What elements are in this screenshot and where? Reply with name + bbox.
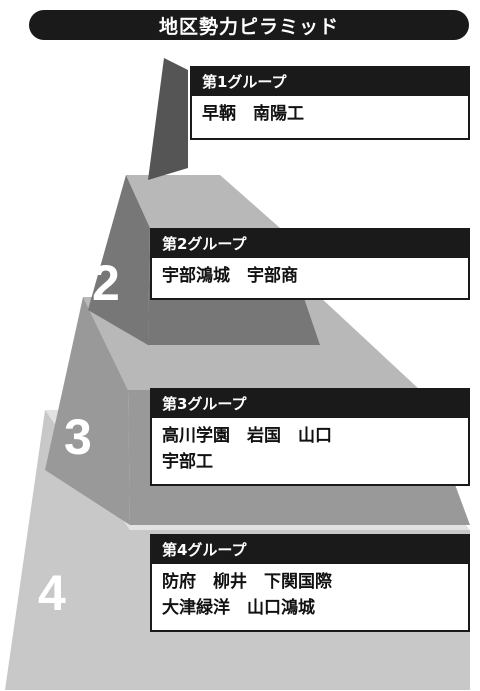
group-teams-2: 宇部鴻城 宇部商 bbox=[152, 258, 468, 289]
tier-4-left-face bbox=[5, 410, 130, 690]
team-line: 宇部鴻城 宇部商 bbox=[162, 266, 298, 286]
group-teams-1: 早鞆 南陽工 bbox=[192, 96, 468, 127]
team-line: 早鞆 南陽工 bbox=[202, 104, 304, 124]
title-text: 地区勢力ピラミッド bbox=[158, 15, 339, 38]
group-teams-4: 防府 柳井 下関国際 大津緑洋 山口鴻城 bbox=[152, 564, 468, 621]
tier-2-left-face bbox=[88, 175, 150, 345]
group-box-3: 第3グループ 高川学園 岩国 山口 宇部工 bbox=[150, 388, 470, 486]
group-teams-3: 高川学園 岩国 山口 宇部工 bbox=[152, 418, 468, 475]
team-line: 宇部工 bbox=[162, 452, 213, 472]
tier-2-top-face bbox=[126, 175, 280, 228]
page-title: 地区勢力ピラミッド bbox=[29, 10, 469, 40]
team-line: 高川学園 岩国 山口 bbox=[162, 426, 332, 446]
level-number-3: 3 bbox=[64, 409, 92, 465]
tier-1-peak bbox=[148, 58, 188, 180]
group-box-2: 第2グループ 宇部鴻城 宇部商 bbox=[150, 228, 470, 300]
group-box-1: 第1グループ 早鞆 南陽工 bbox=[190, 66, 470, 140]
group-header-2: 第2グループ bbox=[152, 230, 468, 258]
level-number-4: 4 bbox=[38, 565, 66, 621]
level-number-1: 1 bbox=[121, 97, 149, 153]
team-line: 大津緑洋 山口鴻城 bbox=[162, 598, 315, 618]
tier-3-left-face bbox=[45, 297, 130, 525]
group-box-4: 第4グループ 防府 柳井 下関国際 大津緑洋 山口鴻城 bbox=[150, 534, 470, 632]
team-line: 防府 柳井 下関国際 bbox=[162, 572, 332, 592]
group-header-4: 第4グループ bbox=[152, 536, 468, 564]
group-header-1: 第1グループ bbox=[192, 68, 468, 96]
group-header-3: 第3グループ bbox=[152, 390, 468, 418]
level-number-2: 2 bbox=[92, 255, 120, 311]
